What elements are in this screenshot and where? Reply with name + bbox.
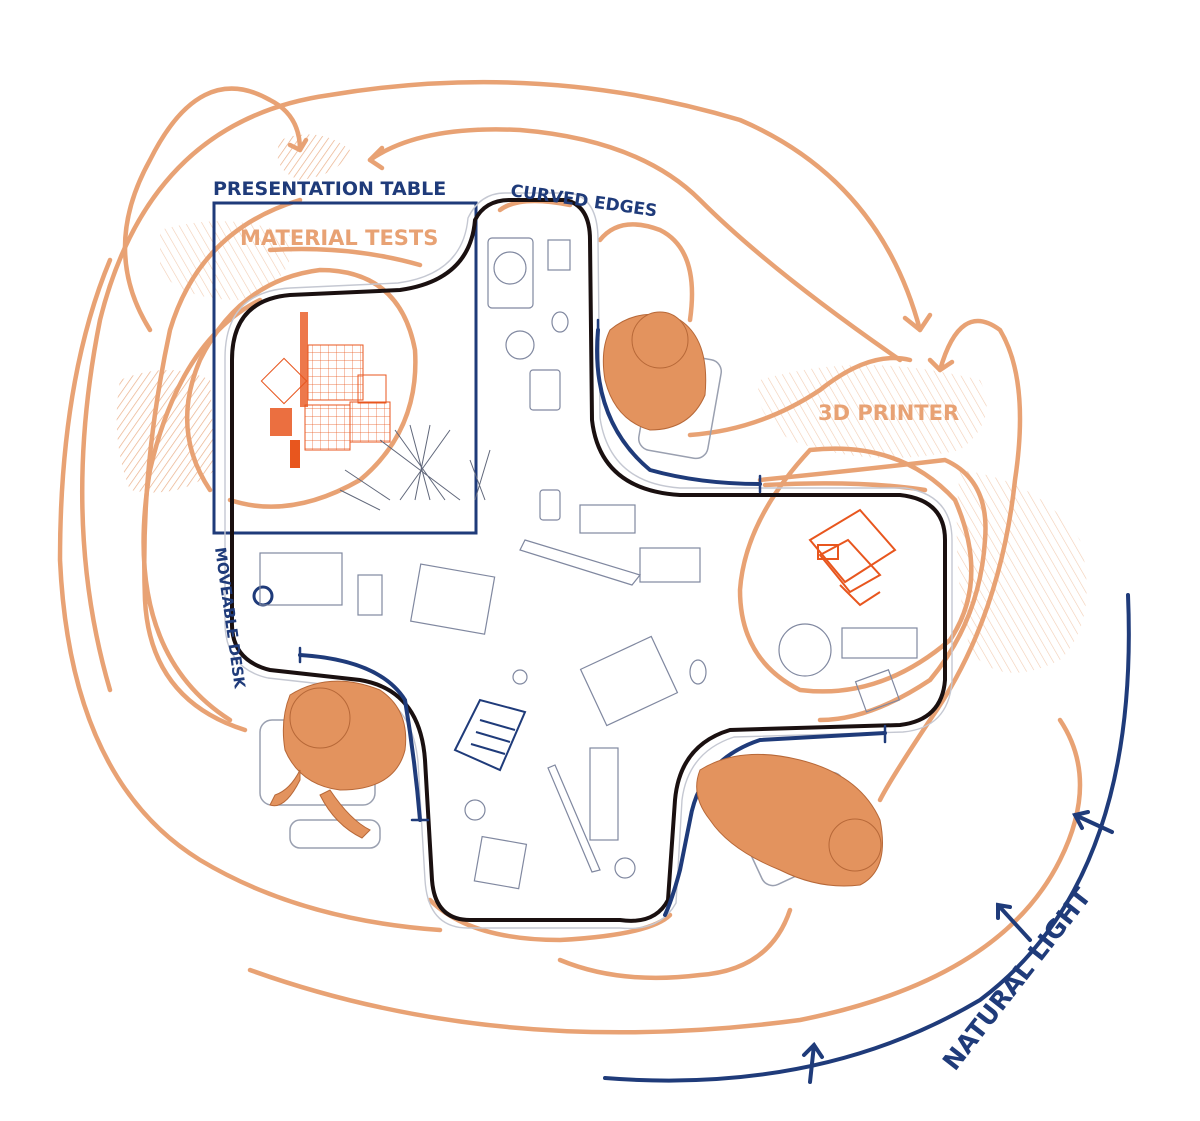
presentation-table-label: PRESENTATION TABLE	[213, 178, 446, 200]
natural-light-label: NATURAL LIGHT	[937, 882, 1097, 1075]
printer-drawing	[808, 508, 897, 607]
edge-marker	[595, 328, 762, 486]
person-bottom-left	[259, 680, 407, 849]
moveable-desk-handle	[252, 585, 274, 607]
cross-table	[229, 198, 947, 923]
desk-objects	[259, 237, 918, 890]
notebook-drawing	[453, 698, 527, 772]
presentation-table	[212, 201, 478, 535]
person-top	[602, 311, 722, 460]
moveable-desk-label: MOVEABLE DESK	[211, 546, 249, 691]
edge-marker	[298, 653, 422, 822]
material-tests-swatches	[260, 312, 391, 468]
natural-light-arc	[603, 593, 1131, 1084]
edge-marker	[663, 731, 887, 917]
printer-label: 3D PRINTER	[818, 401, 959, 425]
plant-drawing	[339, 424, 491, 511]
flow-loops	[57, 79, 1083, 1035]
material-tests-label: MATERIAL TESTS	[240, 226, 438, 250]
person-bottom-right	[696, 753, 883, 887]
